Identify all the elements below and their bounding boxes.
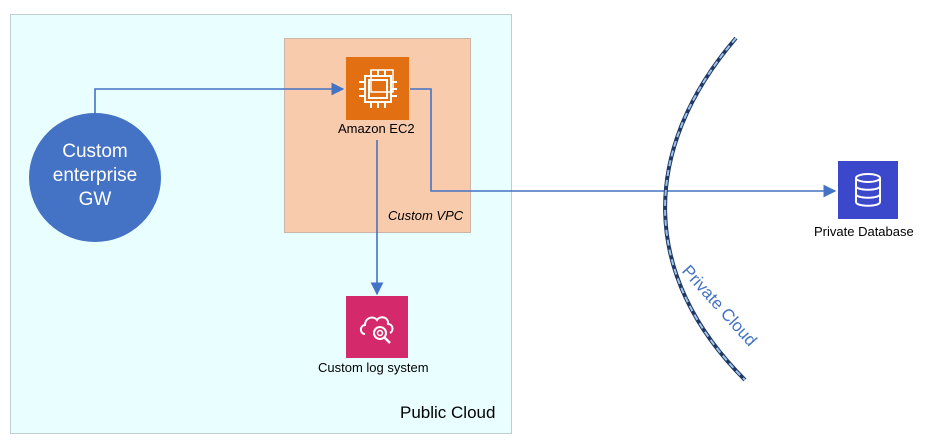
gateway-label-line: GW: [78, 189, 112, 210]
ec2-to-database-connector: [410, 88, 837, 198]
ec2-chip-icon: [358, 68, 397, 108]
custom-enterprise-gateway[interactable]: [29, 113, 161, 242]
amazon-ec2-node[interactable]: [346, 57, 409, 120]
private-database-node[interactable]: [838, 161, 898, 219]
public-cloud-label: Public Cloud: [400, 403, 496, 422]
custom-vpc-label: Custom VPC: [388, 208, 464, 223]
custom-log-system-node[interactable]: [346, 296, 408, 358]
database-label: Private Database: [814, 224, 914, 239]
cloud-search-icon: [359, 316, 394, 344]
gateway-label: Custom enterprise GW: [29, 140, 161, 212]
database-icon: [855, 173, 881, 207]
gateway-label-line: Custom: [62, 141, 128, 162]
log-system-label: Custom log system: [318, 360, 429, 375]
gateway-label-line: enterprise: [52, 165, 138, 186]
ec2-label: Amazon EC2: [338, 121, 415, 136]
gateway-to-ec2-connector: [94, 82, 345, 113]
